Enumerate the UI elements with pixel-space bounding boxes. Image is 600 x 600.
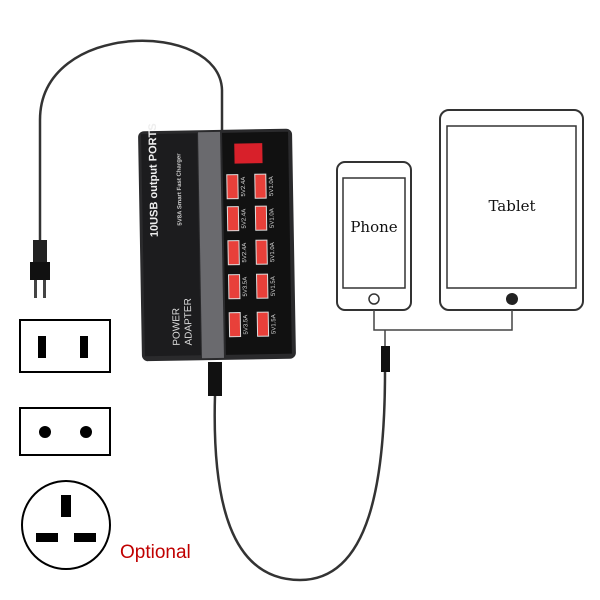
- usb-connector: [208, 362, 222, 396]
- port-rating-label: 5V1.5A: [271, 314, 277, 334]
- port-rating-label: 5V3.5A: [243, 277, 249, 297]
- usb-port: [228, 274, 241, 300]
- usb-port: [256, 311, 270, 337]
- tablet: Tablet: [439, 109, 584, 311]
- usb-cable: [213, 371, 387, 582]
- usb-port: [254, 205, 268, 231]
- usb-port: [256, 273, 269, 299]
- power-switch: [234, 143, 263, 164]
- charger-title: 10USB output PORTS: [147, 123, 161, 237]
- usb-port: [227, 240, 240, 266]
- port-rating-label: 5V1.0A: [269, 176, 275, 196]
- outlet-eu: [19, 407, 111, 456]
- charger-name-1: POWER: [171, 308, 183, 346]
- power-cable: [38, 39, 224, 240]
- usb-charger: 10USB output PORTS 5V8A Smart Fast Charg…: [138, 123, 296, 362]
- port-rating-label: 5V3.5A: [243, 315, 249, 335]
- phone-label: Phone: [350, 218, 397, 236]
- charger-subtitle: 5V8A Smart Fast Charger: [176, 153, 183, 226]
- phone: Phone: [336, 161, 412, 311]
- usb-port: [226, 174, 239, 200]
- power-plug: [30, 240, 50, 298]
- outlet-uk: [21, 480, 111, 570]
- outlet-us: [19, 319, 111, 373]
- optional-label: Optional: [120, 542, 191, 563]
- port-rating-label: 5V2.4A: [242, 243, 248, 263]
- port-rating-label: 5V1.0A: [270, 242, 276, 262]
- port-rating-label: 5V2.4A: [241, 177, 247, 197]
- usb-port: [228, 312, 242, 338]
- usb-port: [255, 239, 268, 265]
- port-rating-label: 5V1.0A: [269, 208, 275, 228]
- usb-port: [226, 206, 240, 232]
- port-rating-label: 5V1.5A: [271, 276, 277, 296]
- split-cable: [373, 310, 513, 348]
- port-rating-label: 5V2.4A: [241, 209, 247, 229]
- tablet-label: Tablet: [488, 197, 535, 215]
- charger-name-2: ADAPTER: [183, 298, 195, 345]
- usb-port: [254, 173, 267, 199]
- micro-usb-connector: [381, 346, 390, 372]
